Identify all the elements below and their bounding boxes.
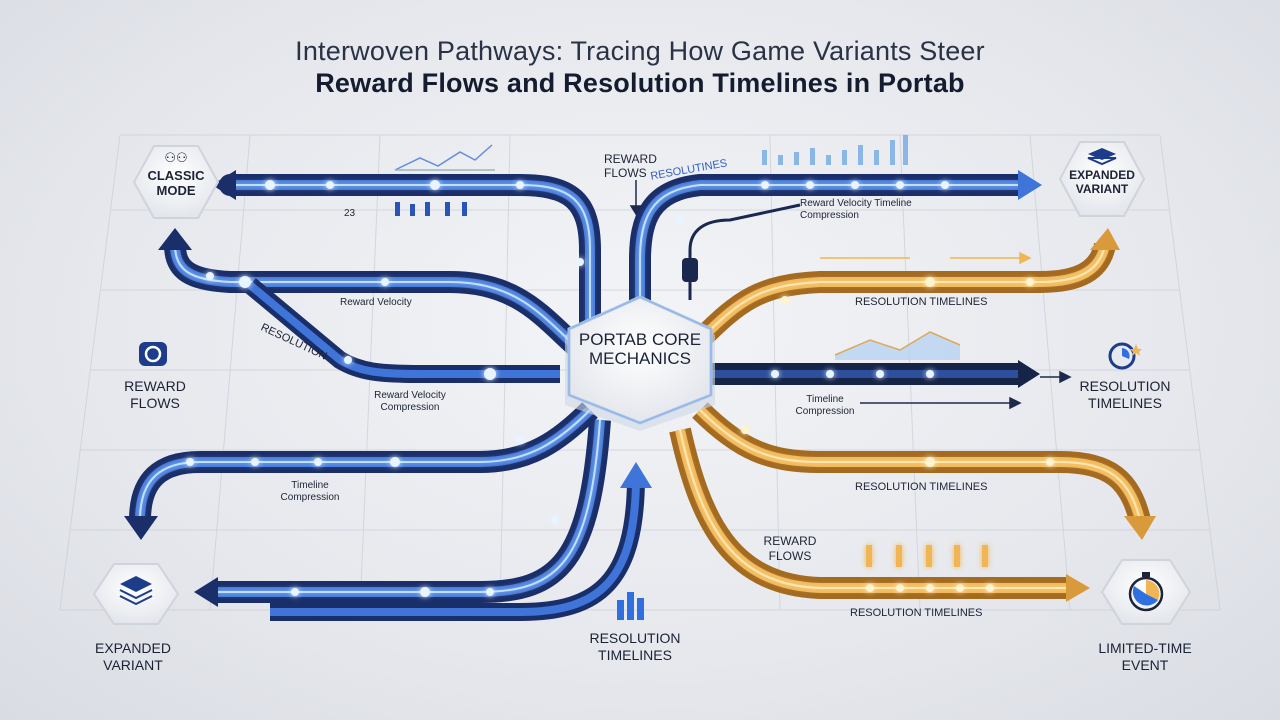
resolution-timelines-label-2: RESOLUTION TIMELINES [855, 481, 988, 493]
timeline-compression-left-label: Timeline Compression [280, 480, 340, 503]
resolution-timelines-label-3: RESOLUTION TIMELINES [850, 607, 983, 619]
gold-track-lower [669, 427, 1090, 602]
center-core-label: PORTAB CORE MECHANICS [578, 330, 702, 368]
expanded-variant-top-hex[interactable] [1058, 138, 1146, 220]
thin-arrows-dark [629, 180, 1072, 410]
limited-time-event-label: LIMITED-TIME EVENT [1098, 640, 1192, 673]
center-core-hex[interactable] [555, 295, 725, 435]
timeline-compression-right-label: Timeline Compression [795, 394, 855, 417]
mini-bar-chart-top [762, 135, 908, 165]
reward-flows-icon [139, 342, 167, 366]
expanded-variant-bottom-label: EXPANDED VARIANT [95, 640, 171, 673]
gold-bars-bottom [866, 545, 988, 567]
gold-dots [741, 277, 1054, 592]
mini-line-chart-top [394, 144, 495, 171]
blue-bars-bottom [617, 592, 644, 620]
expanded-variant-bottom-hex[interactable] [92, 560, 180, 628]
blue-track-left-upper [158, 228, 588, 359]
reward-flows-top-label: REWARD FLOWS [604, 152, 657, 180]
blue-track-left-lower [124, 402, 598, 540]
resolution-timelines-bottom-label: RESOLUTION TIMELINES [589, 630, 681, 663]
title-line-2: Reward Flows and Resolution Timelines in… [315, 68, 965, 98]
classic-mode-hex[interactable]: ⚇⚇ [132, 142, 220, 222]
reward-velocity-label: Reward Velocity [340, 297, 412, 308]
blue-track-bottom [194, 419, 652, 621]
center-hook [688, 203, 801, 300]
blue-track-diagonal [244, 278, 560, 383]
navy-track-right [700, 360, 1040, 388]
gold-track-upper [692, 228, 1120, 348]
resolution-timelines-icon [1108, 342, 1142, 370]
thin-arrows [820, 251, 1032, 265]
reward-velocity-timeline-compression-label: Reward Velocity Timeline Compression [800, 198, 912, 221]
resolution-timelines-node-label: RESOLUTION TIMELINES [1079, 378, 1171, 411]
blue-track-center-up [629, 170, 1042, 330]
track-dots [186, 180, 949, 597]
center-hook-tag [682, 258, 698, 282]
svg-text:⚇⚇: ⚇⚇ [164, 151, 187, 166]
mini-area-chart-right [834, 331, 961, 360]
reward-flows-node-label: REWARD FLOWS [124, 378, 186, 411]
title-line-1: Interwoven Pathways: Tracing How Game Va… [295, 36, 985, 66]
classic-mode-label: CLASSIC MODE [147, 168, 205, 198]
reward-velocity-compression-label: Reward Velocity Compression [374, 390, 446, 413]
resolution-timelines-label-1: RESOLUTION TIMELINES [855, 296, 988, 308]
expanded-variant-top-label: EXPANDED VARIANT [1069, 168, 1135, 196]
blue-track-top [212, 170, 601, 341]
limited-time-event-hex[interactable] [1100, 556, 1192, 628]
reward-flows-bottom-right-label: REWARD FLOWS [763, 534, 817, 563]
gold-track-middle [692, 402, 1156, 540]
mini-bars-left [395, 202, 467, 216]
counter-label: 23 [344, 208, 356, 219]
